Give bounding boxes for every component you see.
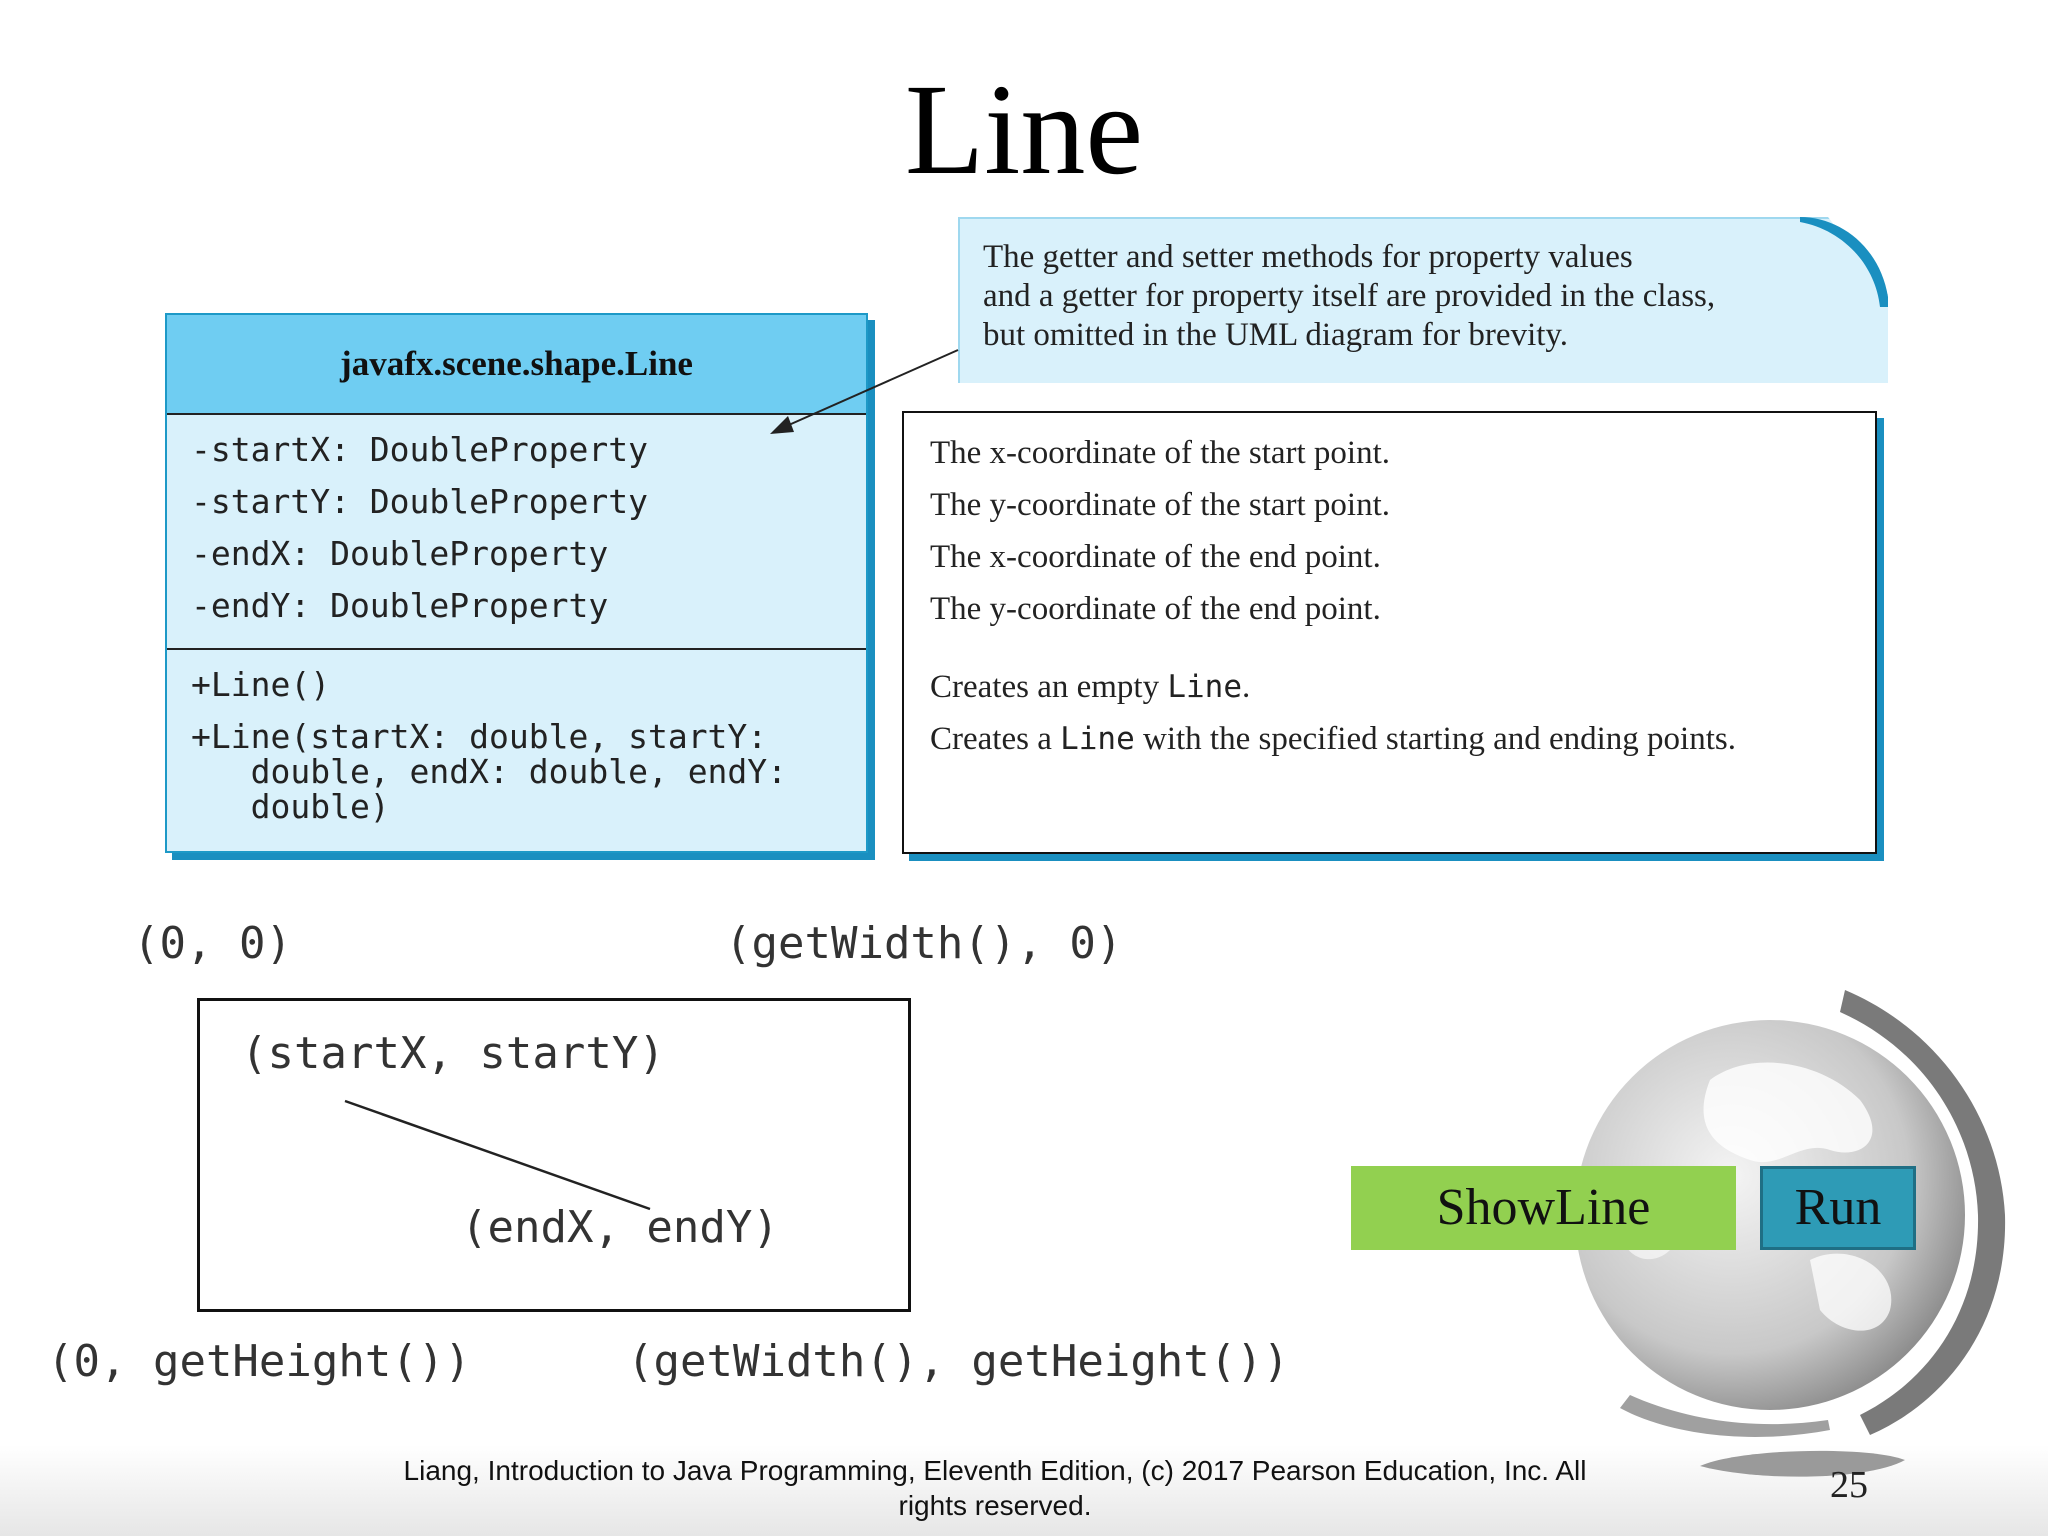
constructor-description: Creates a Line with the specified starti… <box>930 719 1736 759</box>
uml-property: -startY: DoubleProperty <box>191 482 648 521</box>
label-bottom-right: (getWidth(), getHeight()) <box>627 1336 1290 1387</box>
footer-bar <box>0 1445 2048 1536</box>
label-bottom-left: (0, getHeight()) <box>47 1336 471 1387</box>
uml-method: +Line() <box>191 665 331 704</box>
desc-code: Line <box>1167 669 1242 705</box>
label-top-left: (0, 0) <box>133 918 292 969</box>
footer-copyright: Liang, Introduction to Java Programming,… <box>300 1453 1690 1523</box>
uml-property: -startX: DoubleProperty <box>191 430 648 469</box>
desc-text: with the specified starting and ending p… <box>1134 721 1736 757</box>
property-description: The y-coordinate of the end point. <box>930 591 1381 627</box>
footer-line: Liang, Introduction to Java Programming,… <box>403 1455 1587 1486</box>
uml-method: +Line(startX: double, startY: <box>191 717 768 756</box>
label-start-point: (startX, startY) <box>241 1028 665 1079</box>
description-box: The x-coordinate of the start point. The… <box>902 411 1877 854</box>
callout-text: The getter and setter methods for proper… <box>983 238 1863 355</box>
uml-divider <box>167 648 866 650</box>
slide-title: Line <box>904 58 1144 202</box>
desc-text: . <box>1242 669 1251 705</box>
property-description: The x-coordinate of the start point. <box>930 435 1391 471</box>
callout-fold-corner <box>1800 217 1888 307</box>
uml-class-box: javafx.scene.shape.Line -startX: DoubleP… <box>165 313 868 853</box>
callout-line: but omitted in the UML diagram for brevi… <box>983 317 1569 353</box>
callout-line: The getter and setter methods for proper… <box>983 239 1633 275</box>
uml-property: -endX: DoubleProperty <box>191 534 609 573</box>
callout-arrow <box>770 349 959 434</box>
page-number-swoosh <box>1700 1450 1905 1477</box>
run-button[interactable]: Run <box>1760 1166 1916 1250</box>
pane-frame <box>197 998 911 1312</box>
label-top-right: (getWidth(), 0) <box>725 918 1123 969</box>
page-number: 25 <box>1830 1464 1868 1506</box>
line-shape <box>344 1099 651 1211</box>
desc-text: Creates an empty <box>930 669 1168 705</box>
showline-button[interactable]: ShowLine <box>1351 1166 1736 1250</box>
uml-method: double) <box>191 787 390 826</box>
callout-box <box>958 217 1888 383</box>
uml-method: double, endX: double, endY: <box>191 752 788 791</box>
constructor-description: Creates an empty Line. <box>930 667 1250 707</box>
footer-line: rights reserved. <box>898 1490 1092 1521</box>
desc-text: Creates a <box>930 721 1061 757</box>
property-description: The x-coordinate of the end point. <box>930 539 1381 575</box>
uml-class-name: javafx.scene.shape.Line <box>167 315 866 415</box>
label-end-point: (endX, endY) <box>461 1202 779 1253</box>
uml-property: -endY: DoubleProperty <box>191 586 609 625</box>
property-description: The y-coordinate of the start point. <box>930 487 1391 523</box>
callout-line: and a getter for property itself are pro… <box>983 278 1716 314</box>
desc-code: Line <box>1060 721 1135 757</box>
